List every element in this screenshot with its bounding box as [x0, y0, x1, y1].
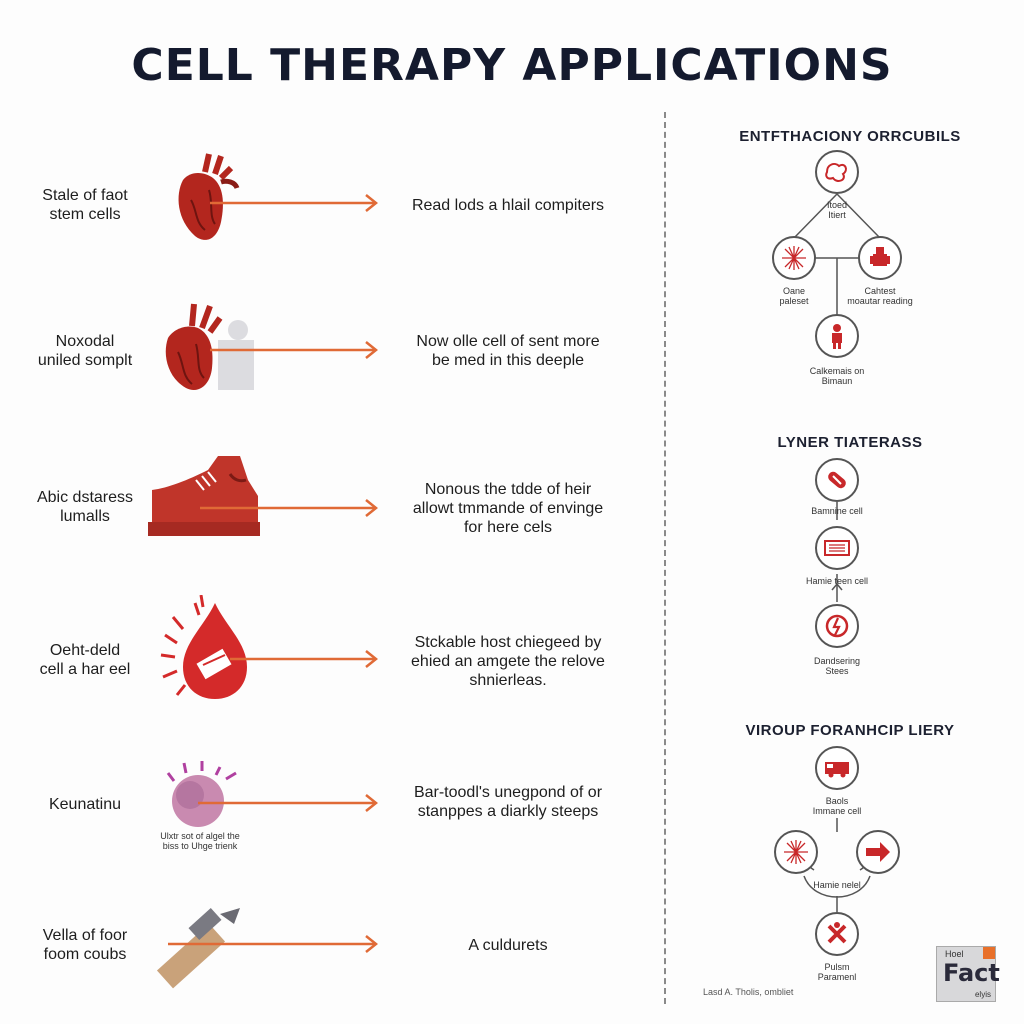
- badge-main-text: Fact: [943, 959, 1000, 987]
- node: [815, 458, 859, 502]
- panel-icon: [824, 540, 850, 556]
- node: [815, 746, 859, 790]
- section-title: LYNER TIATERASS: [777, 434, 923, 451]
- node: [815, 604, 859, 648]
- badge-bottom-text: elyis: [974, 990, 991, 999]
- heart-icon: [165, 303, 254, 390]
- node: [772, 236, 816, 280]
- row-description: A culdurets: [468, 937, 548, 954]
- organ-icon: [825, 163, 847, 182]
- cell-icon: [166, 761, 237, 827]
- burst-icon: [782, 246, 806, 270]
- person-icon: [832, 324, 842, 349]
- node: [856, 830, 900, 874]
- fact-badge: Hoel Fact elyis: [936, 946, 1000, 1002]
- node-caption: Baols Immane cell: [812, 796, 862, 816]
- node-caption: Cahtest moautar reading: [847, 286, 913, 306]
- node: [858, 236, 902, 280]
- node: [774, 830, 818, 874]
- node-caption: Oane paleset: [779, 286, 809, 306]
- arrow: [200, 499, 379, 517]
- row-description: Stckable host chiegeed by ehied an amget…: [411, 634, 605, 689]
- heart-icon: [178, 153, 240, 240]
- node: [815, 314, 859, 358]
- row-label: Noxodal uniled somplt: [37, 333, 133, 369]
- row-label: Vella of foor foom coubs: [42, 927, 128, 963]
- row-label: Oeht-deld cell a har eel: [39, 642, 131, 678]
- badge-top-text: Hoel: [945, 949, 964, 959]
- blood-drop-icon: [160, 595, 247, 699]
- badge-corner: [983, 947, 995, 959]
- node-caption: Hamie teen cell: [805, 576, 869, 586]
- node-caption: Pulsm Paramenl: [817, 962, 857, 982]
- robot-icon: [870, 247, 890, 266]
- cross-icon: [827, 922, 847, 944]
- row-sub-caption: Ulxtr sot of algel the biss to Uhge trie…: [160, 831, 240, 851]
- page-title: CELL THERAPY APPLICATIONS: [131, 40, 893, 91]
- arrow: [210, 194, 379, 212]
- node-caption: Hamie nelel: [813, 880, 861, 890]
- arrow: [230, 650, 379, 668]
- row-description: Bar-toodl's unegpond of or stanppes a di…: [413, 784, 603, 820]
- row-description: Now olle cell of sent more be med in thi…: [416, 333, 600, 369]
- row-description: Read lods a hlail compiters: [411, 197, 605, 214]
- application-row: Vella of foor foom coubs A culdurets: [0, 900, 660, 1010]
- node-caption: Itoed Itiert: [826, 200, 848, 220]
- node-caption: Bamnine cell: [811, 506, 863, 516]
- row-label: Abic dstaress lumalls: [36, 489, 134, 525]
- vertical-divider: [664, 112, 666, 1004]
- application-row: Stale of faot stem cells Read lods a hla…: [0, 150, 660, 260]
- section-title: ENTFTHACIONY ORRCUBILS: [739, 128, 961, 145]
- node-caption: Dandsering Stees: [813, 656, 861, 676]
- row-label: Keunatinu: [48, 796, 122, 813]
- node-caption: Calkemais on Bimaun: [809, 366, 865, 386]
- capsule-icon: [828, 471, 846, 489]
- node: [815, 526, 859, 570]
- arrow-block-icon: [866, 842, 890, 862]
- footer-credit: Lasd A. Tholis, ombliet: [703, 987, 794, 997]
- shoe-icon: [148, 456, 260, 536]
- row-label: Stale of faot stem cells: [42, 187, 128, 223]
- application-row: Noxodal uniled somplt Now olle cell of s…: [0, 300, 660, 410]
- power-icon: [825, 614, 849, 638]
- arrow: [168, 935, 379, 953]
- arrow: [198, 794, 379, 812]
- node: [815, 912, 859, 956]
- burst-icon: [784, 840, 808, 864]
- application-row: Abic dstaress lumalls Nonous the tdde of…: [0, 450, 660, 560]
- application-row: Oeht-deld cell a har eel Stckable host c…: [0, 595, 660, 705]
- arrow: [210, 341, 379, 359]
- application-row: Keunatinu Ulxtr sot of algel the biss to…: [0, 755, 660, 865]
- syringe-icon: [156, 908, 240, 989]
- bus-icon: [825, 762, 849, 778]
- node: [815, 150, 859, 194]
- section-title: VIROUP FORANHCIP LIERY: [745, 722, 955, 739]
- row-description: Nonous the tdde of heir allowt tmmande o…: [412, 481, 604, 536]
